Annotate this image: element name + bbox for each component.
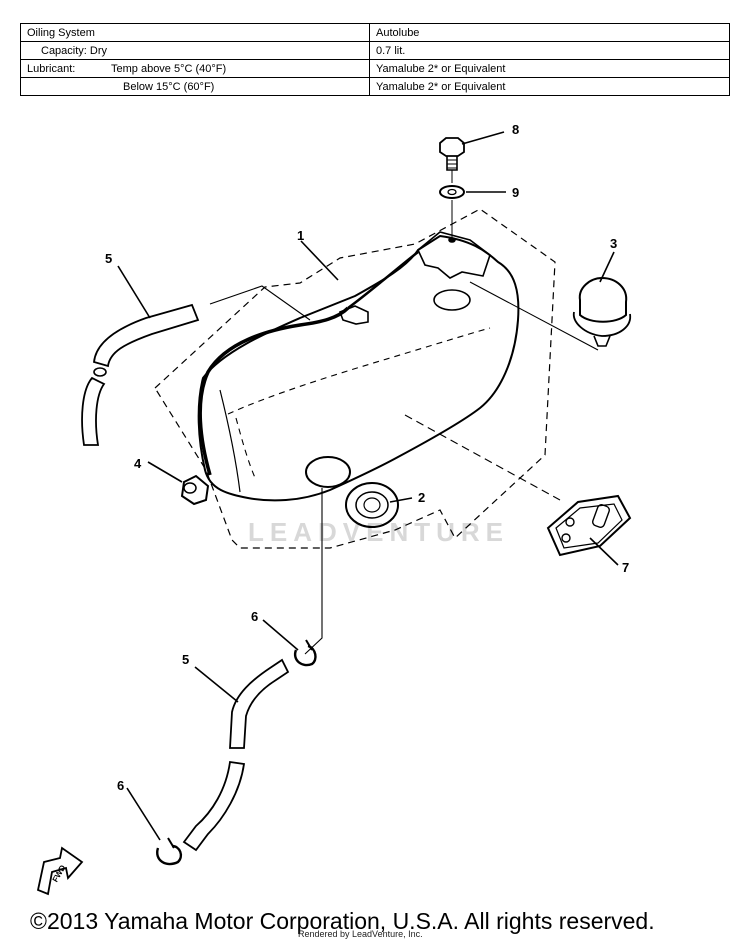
gasket	[546, 494, 632, 557]
callout-leader	[126, 787, 161, 841]
breather-hose-upper-lower	[81, 376, 106, 446]
callout-leader	[300, 240, 339, 281]
callout-3: 3	[610, 236, 617, 251]
hose-end	[93, 367, 107, 377]
callout-leader	[262, 619, 299, 651]
spec-label-temp-below: Below 15°C (60°F)	[123, 80, 215, 93]
tank-cap	[572, 311, 632, 337]
callout-6-lower: 6	[117, 778, 124, 793]
tank-edge	[219, 389, 241, 493]
callout-5-upper: 5	[105, 251, 112, 266]
filler-hole	[433, 289, 471, 311]
hose-clip-tab	[305, 639, 313, 651]
gasket-inner	[555, 503, 623, 549]
oil-cap-inner	[355, 491, 389, 519]
tank-bracket	[417, 231, 491, 279]
callout-leader	[117, 265, 151, 319]
oil-cap	[345, 482, 399, 528]
breather-hose	[198, 306, 350, 476]
oil-delivery-hose-lower	[182, 760, 246, 852]
tank-inner-contour	[235, 417, 257, 481]
spec-table: Oiling System Autolube Capacity: Dry 0.7…	[20, 23, 730, 96]
spec-value: Yamalube 2* or Equivalent	[369, 77, 730, 96]
tank-inner-contour	[227, 327, 491, 415]
breather-fitting	[338, 305, 369, 325]
breather-hose	[347, 251, 419, 310]
tank-cap-stem	[593, 335, 611, 347]
spec-value: Yamalube 2* or Equivalent	[369, 59, 730, 78]
spec-label-cell: Below 15°C (60°F)	[20, 77, 370, 96]
callout-8: 8	[512, 122, 519, 137]
callout-leader	[194, 666, 239, 703]
gasket-hole	[565, 517, 575, 527]
callout-leader	[461, 131, 505, 145]
leader-line	[469, 281, 599, 351]
bolt-thread	[447, 159, 457, 169]
copyright-notice: ©2013 Yamaha Motor Corporation, U.S.A. A…	[30, 908, 655, 934]
breather-hose-upper	[93, 303, 200, 368]
callout-9: 9	[512, 185, 519, 200]
oil-cap-inner	[363, 497, 381, 513]
hose-clip	[156, 844, 183, 866]
rendered-by-note: Rendered by LeadVenture, Inc.	[298, 929, 423, 939]
bolt	[439, 137, 465, 157]
callout-leader	[147, 461, 183, 483]
hose-clip	[293, 644, 317, 667]
callout-5-lower: 5	[182, 652, 189, 667]
leader-line	[209, 285, 311, 321]
callout-4: 4	[134, 456, 142, 471]
callout-leader	[389, 497, 413, 503]
grommet	[180, 474, 210, 506]
oil-cap	[305, 456, 351, 488]
oil-tank	[197, 234, 520, 502]
spec-label-cell: Lubricant: Temp above 5°C (40°F)	[20, 59, 370, 78]
callout-leader	[589, 537, 619, 566]
oil-delivery-hose	[229, 658, 290, 749]
fwd-label: FWD	[51, 863, 68, 883]
callout-leader	[599, 251, 615, 283]
fwd-arrow-icon: FWD	[36, 846, 84, 896]
washer-hole	[447, 188, 457, 196]
callout-1: 1	[297, 228, 304, 243]
grommet-face	[183, 482, 197, 494]
callout-6-upper: 6	[251, 609, 258, 624]
callout-2: 2	[418, 490, 425, 505]
leader-line	[404, 414, 561, 501]
spec-row-lubricant-above: Lubricant: Temp above 5°C (40°F) Yamalube…	[20, 59, 730, 78]
gasket-hole	[561, 533, 571, 543]
leader-line	[304, 488, 323, 655]
washer	[439, 185, 465, 199]
spec-label: Capacity: Dry	[41, 44, 108, 57]
callout-7: 7	[622, 560, 629, 575]
gasket-slot	[592, 504, 610, 528]
assembly-outline	[154, 208, 556, 549]
spec-label-lubricant: Lubricant:	[27, 62, 76, 75]
hose-clip-tab	[167, 837, 175, 849]
watermark: LEADVENTURE	[248, 517, 510, 547]
spec-label-temp-above: Temp above 5°C (40°F)	[111, 62, 227, 75]
tank-cap	[578, 276, 628, 323]
spec-row-lubricant-below: Below 15°C (60°F) Yamalube 2* or Equival…	[20, 77, 730, 96]
